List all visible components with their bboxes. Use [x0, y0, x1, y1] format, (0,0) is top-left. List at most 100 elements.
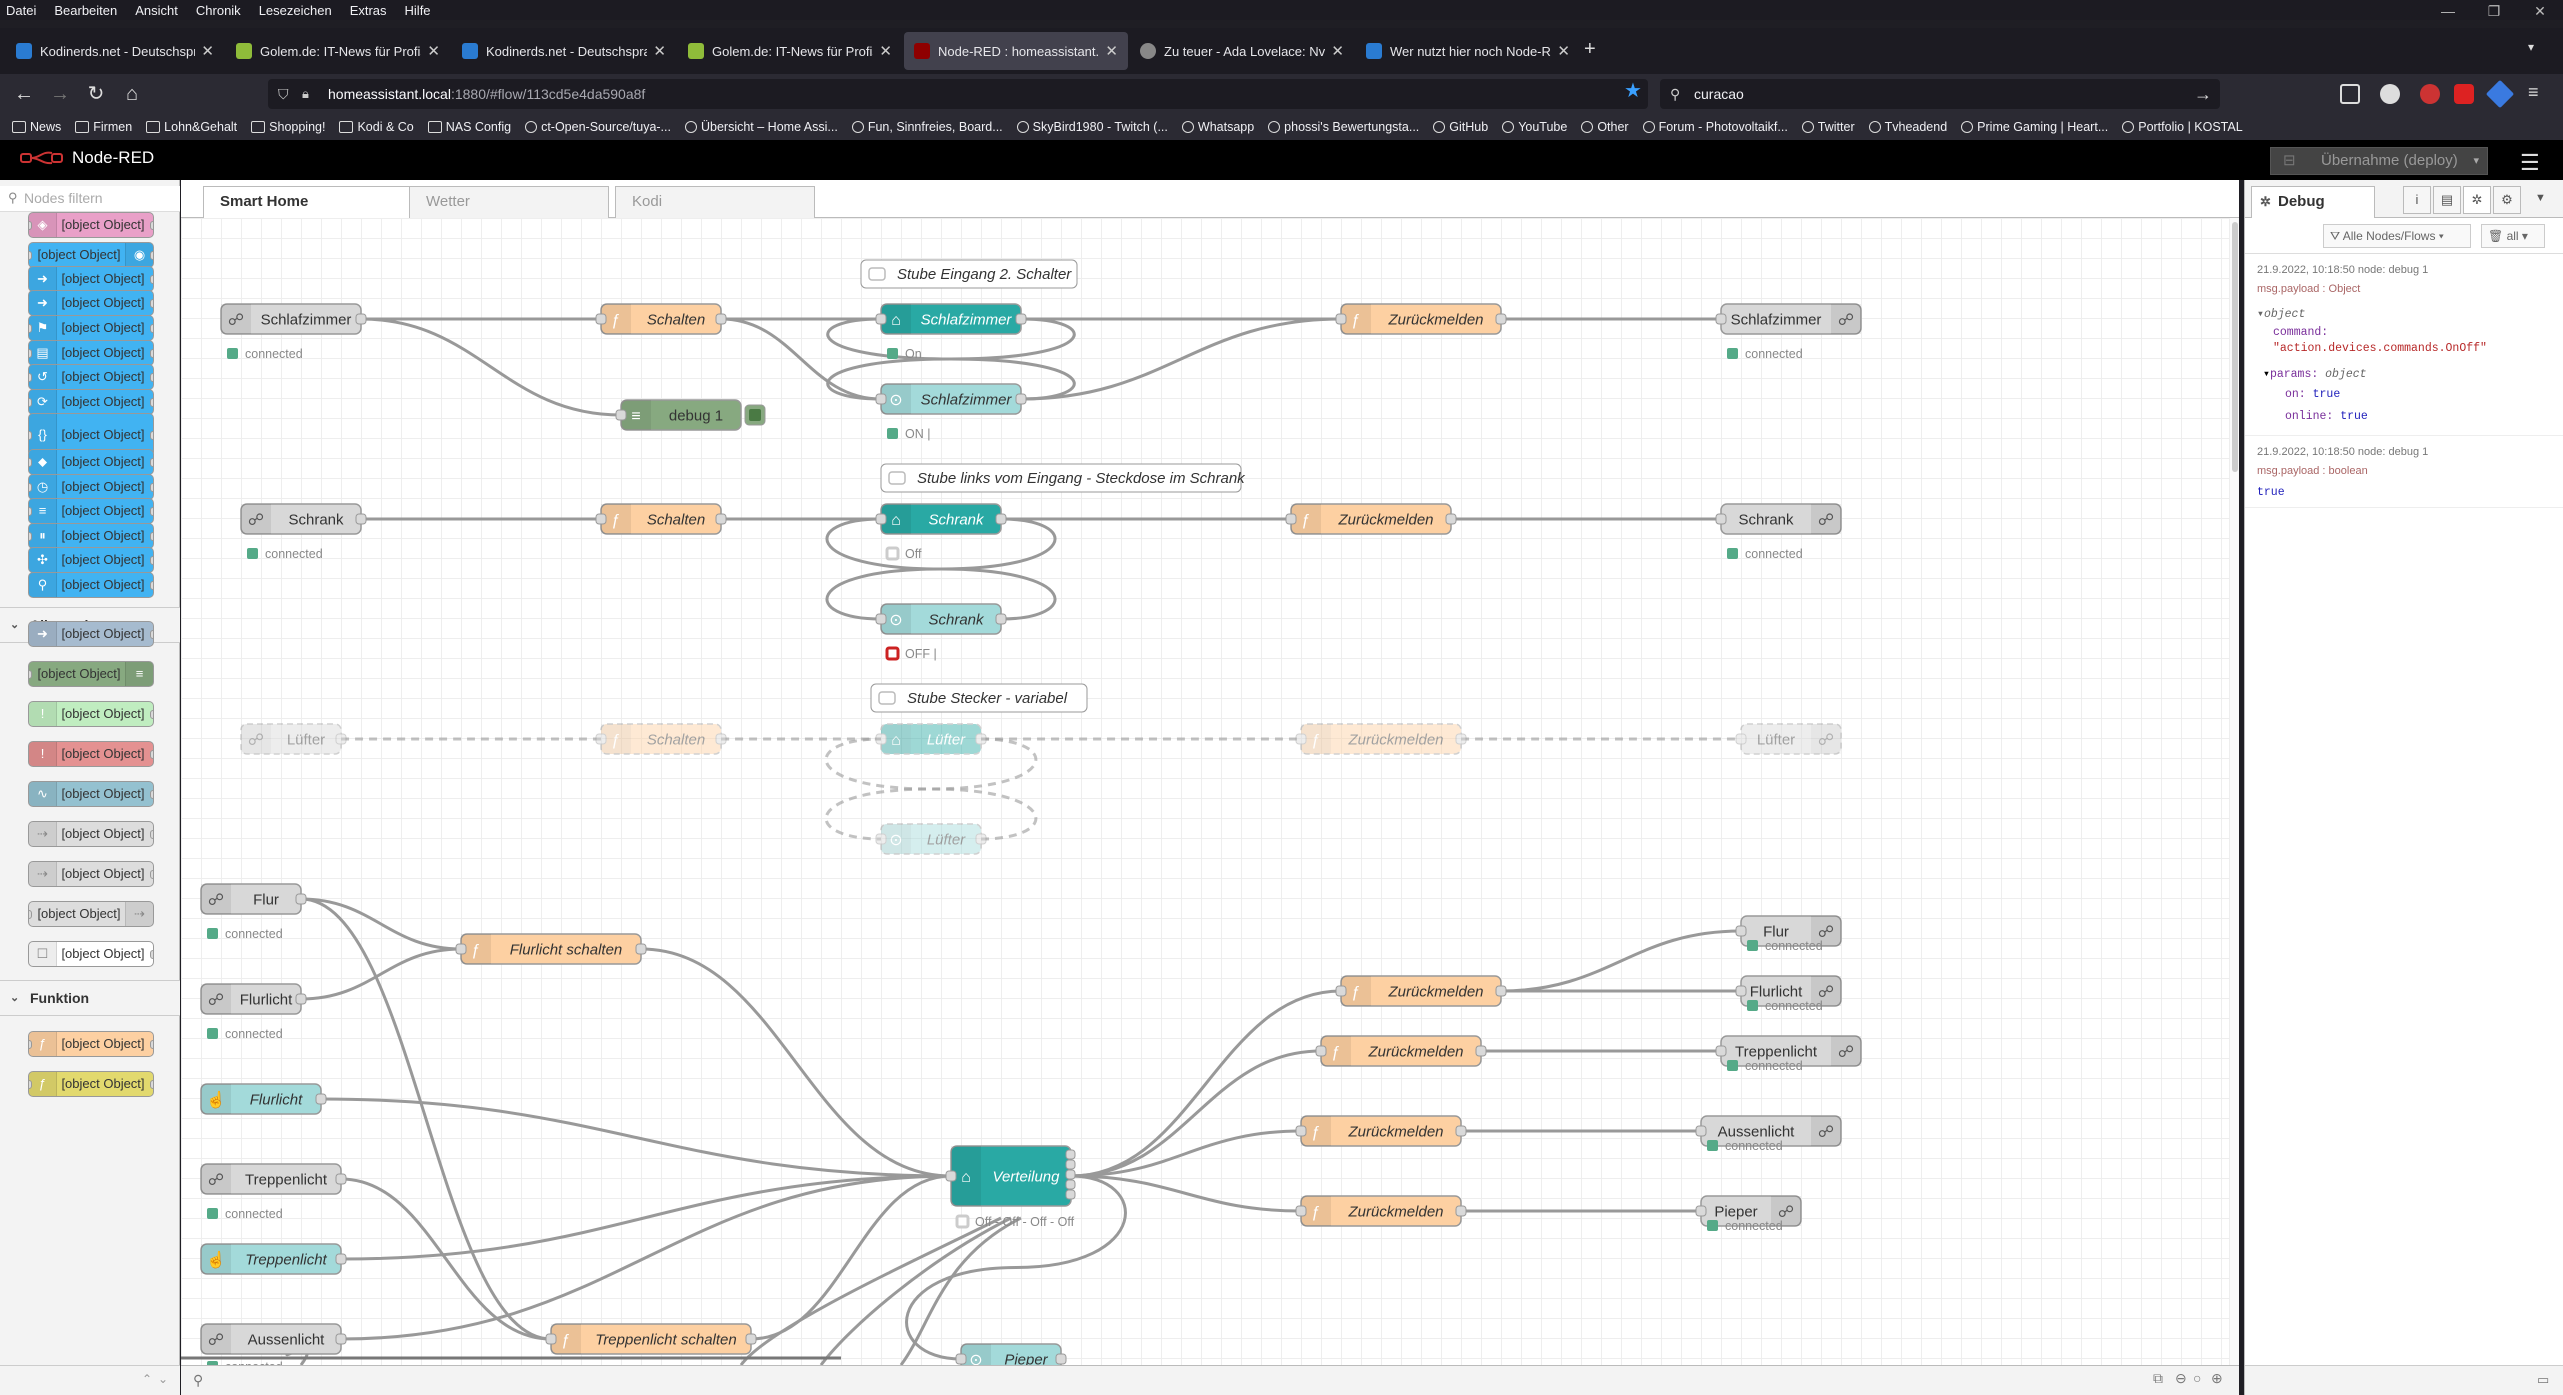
output-port[interactable] — [335, 1333, 347, 1345]
output-port[interactable] — [1065, 1179, 1076, 1190]
flow-wire[interactable] — [360, 317, 622, 417]
bookmark-item[interactable]: Portfolio | KOSTAL — [2122, 120, 2243, 134]
flow-wire[interactable] — [824, 737, 1038, 841]
config-gear-icon[interactable]: ⚙ — [2493, 186, 2521, 214]
output-port[interactable] — [715, 313, 727, 325]
debug-clear-button[interactable]: 🗑︎ all ▾ — [2481, 224, 2545, 248]
debug-message[interactable]: 21.9.2022, 10:18:50 node: debug 1 msg.pa… — [2245, 256, 2563, 436]
menu-extras[interactable]: Extras — [349, 2, 387, 18]
zoom-out-icon[interactable]: ⊖ — [2175, 1370, 2187, 1386]
bookmark-item[interactable]: Firmen — [75, 120, 132, 134]
tab-kodi[interactable]: Kodi — [615, 186, 815, 218]
palette-node-catch[interactable]: ![object Object] — [28, 741, 154, 767]
bookmark-item[interactable]: YouTube — [1502, 120, 1567, 134]
input-port[interactable] — [1715, 513, 1727, 525]
tab-smart-home[interactable]: Smart Home — [203, 186, 423, 219]
flow-node-n-schrank-ha[interactable]: ⌂Schrank — [875, 503, 1007, 535]
menu-chronik[interactable]: Chronik — [195, 2, 241, 18]
flow-node-n-flurlicht-out[interactable]: ☍Flurlicht — [1735, 975, 1842, 1007]
bookmark-item[interactable]: ct-Open-Source/tuya-... — [525, 120, 671, 134]
palette-node-status[interactable]: ∿[object Object] — [28, 781, 154, 807]
flow-wire[interactable] — [640, 947, 952, 1178]
bookmark-item[interactable]: SkyBird1980 - Twitch (... — [1016, 120, 1168, 134]
flow-node-n-pieper-out[interactable]: ☍Pieper — [1695, 1195, 1802, 1227]
input-port[interactable] — [1695, 1205, 1707, 1217]
input-port[interactable] — [1295, 1125, 1307, 1137]
search-bar[interactable]: ⚲ curacao → — [1660, 79, 2220, 109]
reload-icon[interactable]: ↻ — [87, 83, 105, 105]
palette-filter-input[interactable]: ⚲ Nodes filtern — [0, 186, 180, 212]
deploy-dropdown-icon[interactable]: ▾ — [2473, 155, 2479, 167]
close-tab-icon[interactable]: ✕ — [653, 43, 666, 60]
output-port[interactable] — [1065, 1189, 1076, 1200]
output-port[interactable] — [335, 733, 347, 745]
restore-icon[interactable]: ❐ — [2487, 3, 2501, 19]
flow-node-n-schrank-out[interactable]: ☍Schrank — [1715, 503, 1842, 535]
flow-wire[interactable] — [905, 1174, 1127, 1361]
flow-node-n-luefter-ha[interactable]: ⌂Lüfter — [875, 723, 987, 755]
palette-node-link-out[interactable]: ⇢[object Object] — [28, 901, 154, 927]
menu-lesezeichen[interactable]: Lesezeichen — [258, 2, 332, 18]
output-port[interactable] — [1065, 1159, 1076, 1170]
browser-tab[interactable]: Golem.de: IT-News für Profis✕ — [226, 32, 450, 70]
flow-node-n-schrank-in[interactable]: ☍Schrank — [240, 503, 367, 535]
flow-wire[interactable] — [824, 737, 1038, 841]
input-port[interactable] — [1295, 1205, 1307, 1217]
palette-node-events-all[interactable]: ➜[object Object] — [28, 266, 154, 292]
url-bar[interactable]: ⛉ 🔒︎ homeassistant.local:1880/#flow/113c… — [268, 79, 1648, 109]
bookmark-item[interactable]: Other — [1581, 120, 1629, 134]
object-toggle[interactable]: ▾object — [2257, 308, 2306, 321]
close-window-icon[interactable]: ✕ — [2534, 3, 2546, 19]
palette-node-tag[interactable]: ⬥[object Object] — [28, 449, 154, 475]
palette-node-webhook[interactable]: ✣[object Object] — [28, 547, 154, 573]
browser-tab[interactable]: Kodinerds.net - Deutschsprach✕ — [452, 32, 676, 70]
extension-red-icon[interactable] — [2454, 84, 2474, 104]
output-port[interactable] — [1475, 1045, 1487, 1057]
output-port[interactable] — [995, 613, 1007, 625]
flow-node-n-schlaf-in[interactable]: ☍Schlafzimmer — [220, 303, 367, 335]
input-port[interactable] — [945, 1170, 957, 1182]
flow-node-n-luefter-sw[interactable]: ⊙Lüfter — [875, 823, 987, 855]
back-icon[interactable]: ← — [14, 83, 34, 105]
open-window-icon[interactable]: ▭ — [2537, 1372, 2550, 1387]
output-port[interactable] — [315, 1093, 327, 1105]
flow-node-n-flur-out[interactable]: ☍Flur — [1735, 915, 1842, 947]
flow-node-n-aussen-in[interactable]: ☍Aussenlicht — [200, 1323, 347, 1355]
flow-wire[interactable] — [1070, 1129, 1302, 1178]
output-port[interactable] — [1495, 313, 1507, 325]
close-tab-icon[interactable]: ✕ — [1331, 43, 1344, 60]
extension-blue-icon[interactable] — [2485, 79, 2515, 109]
canvas-scrollbar[interactable] — [2229, 218, 2239, 1365]
palette-node-device[interactable]: ◈[object Object] — [28, 212, 154, 238]
menu-bearbeiten[interactable]: Bearbeiten — [54, 2, 118, 18]
bookmark-item[interactable]: phossi's Bewertungsta... — [1268, 120, 1419, 134]
bookmark-item[interactable]: Übersicht – Home Assi... — [684, 120, 838, 134]
tab-wetter[interactable]: Wetter — [409, 186, 609, 218]
close-tab-icon[interactable]: ✕ — [201, 43, 214, 60]
pocket-icon[interactable] — [2340, 84, 2360, 104]
palette-node-get-entities[interactable]: ▤[object Object] — [28, 340, 154, 366]
scrollbar-thumb[interactable] — [2232, 222, 2238, 472]
input-port[interactable] — [875, 513, 887, 525]
search-input[interactable]: curacao — [1694, 86, 1744, 102]
lock-icon[interactable]: 🔒︎ — [302, 86, 309, 101]
flow-wire[interactable] — [340, 1174, 952, 1261]
flow-node-n-aussen-out[interactable]: ☍Aussenlicht — [1695, 1115, 1842, 1147]
zoom-in-icon[interactable]: ⊕ — [2211, 1370, 2223, 1386]
output-port[interactable] — [1055, 1353, 1067, 1365]
input-port[interactable] — [875, 613, 887, 625]
palette-node-fire-event[interactable]: ⚑[object Object] — [28, 315, 154, 341]
flow-wire[interactable] — [825, 517, 1057, 621]
flow-node-n-schlaf-out[interactable]: ☍Schlafzimmer — [1715, 303, 1862, 335]
output-port[interactable] — [715, 733, 727, 745]
input-port[interactable] — [1735, 733, 1747, 745]
bookmark-star-icon[interactable]: ★ — [1624, 80, 1642, 102]
input-port[interactable] — [455, 943, 467, 955]
flow-wire[interactable] — [819, 1216, 1012, 1365]
